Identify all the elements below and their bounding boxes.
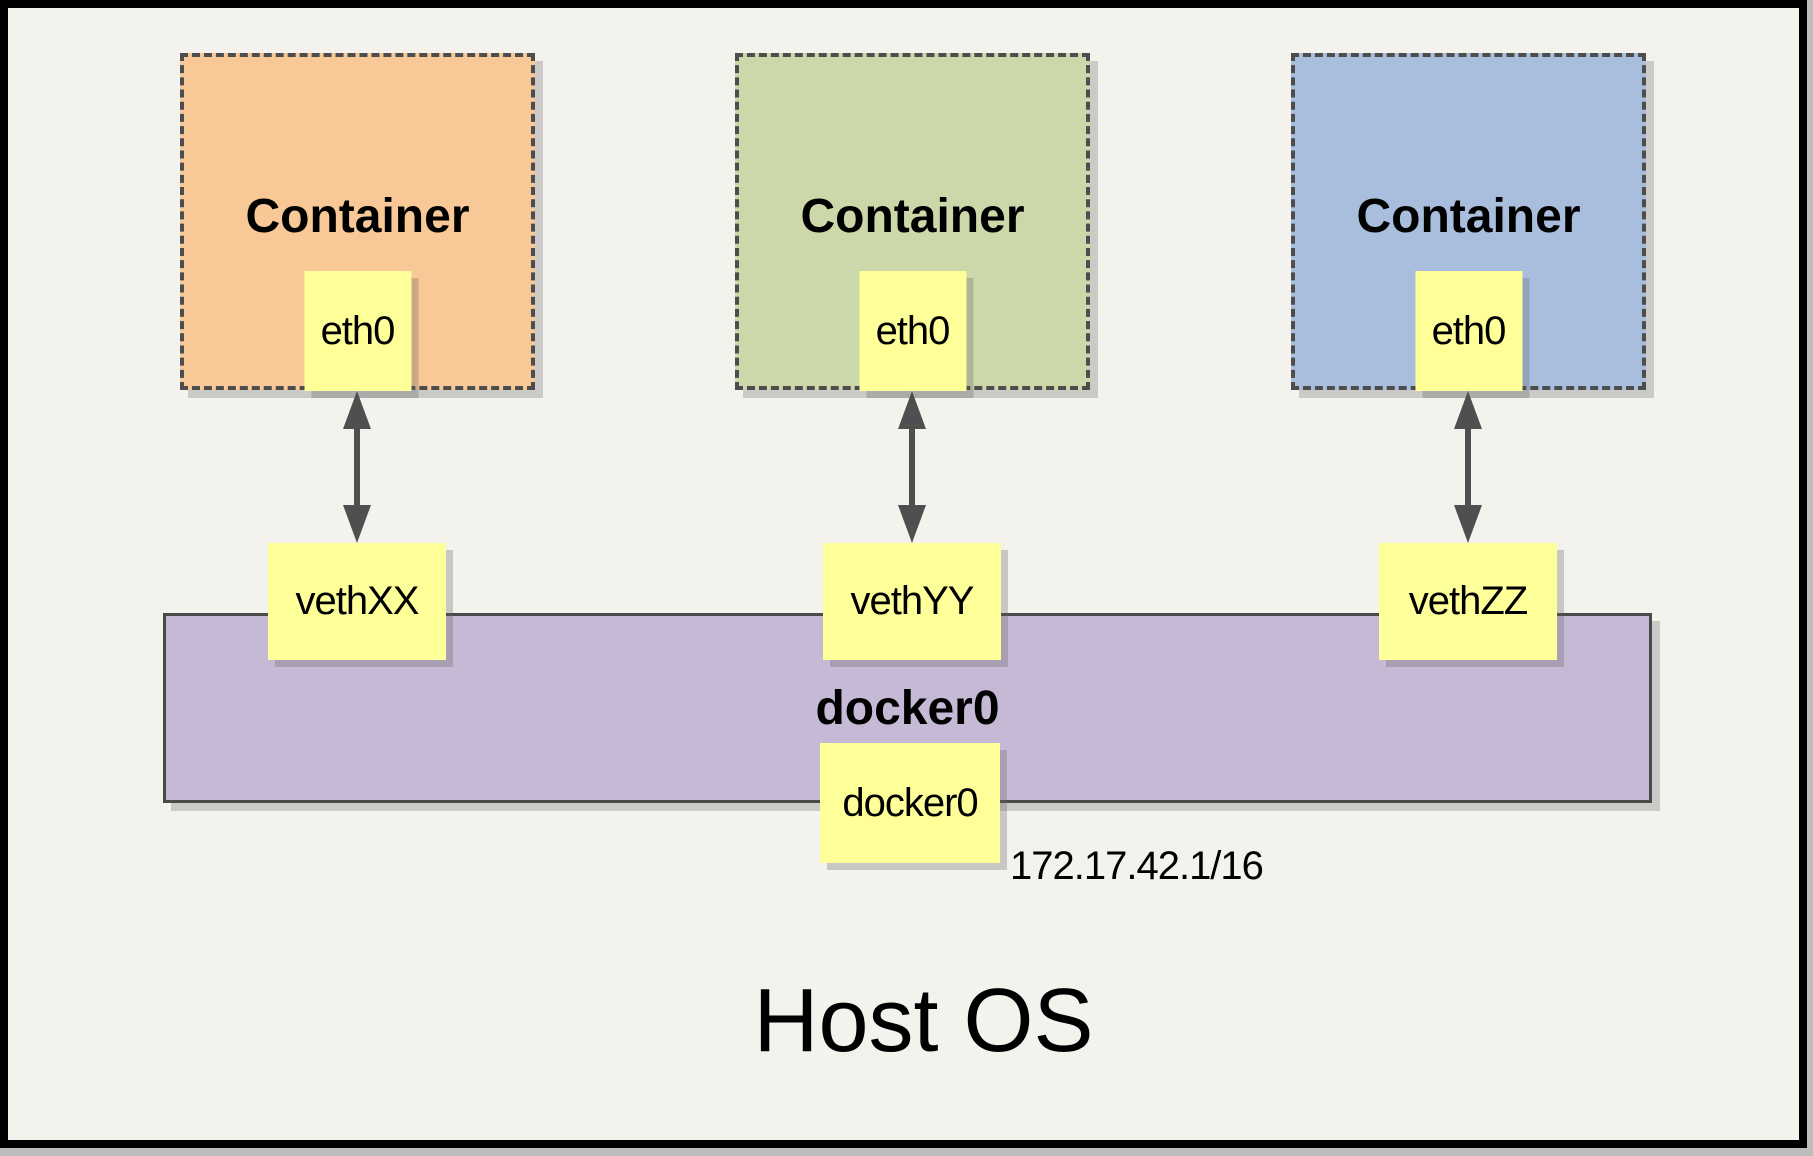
double-arrow-icon [1454,391,1482,543]
container-3-eth0-label: eth0 [1431,308,1507,353]
double-arrow-icon [343,391,371,543]
host-os-label: Host OS [753,971,1094,1071]
docker0-bridge-title: docker0 [815,682,1000,735]
vethYY-label: vethYY [850,579,975,623]
vethZZ-label: vethZZ [1408,579,1528,623]
vethYY-node: vethYY [823,543,1001,660]
vethXX-label: vethXX [295,579,420,623]
double-arrow-icon [898,391,926,543]
vethZZ-node: vethZZ [1379,543,1557,660]
docker0-ip-address: 172.17.42.1/16 [1010,844,1264,888]
container-3-eth0-node: eth0 [1415,271,1522,391]
container-box-1: Container eth0 [180,53,535,391]
container-box-3: Container eth0 [1291,53,1646,391]
container-2-title: Container [800,190,1025,243]
container-box-2: Container eth0 [735,53,1090,391]
container-1-eth0-node: eth0 [304,271,411,391]
docker0-interface-label: docker0 [842,780,978,825]
docker0-interface-node: docker0 [820,743,1000,863]
container-1-title: Container [245,190,470,243]
container-2-eth0-label: eth0 [875,308,951,353]
container-2-eth0-node: eth0 [859,271,966,391]
container-1-eth0-label: eth0 [320,308,396,353]
container-3-title: Container [1356,190,1581,243]
vethXX-node: vethXX [268,543,446,660]
